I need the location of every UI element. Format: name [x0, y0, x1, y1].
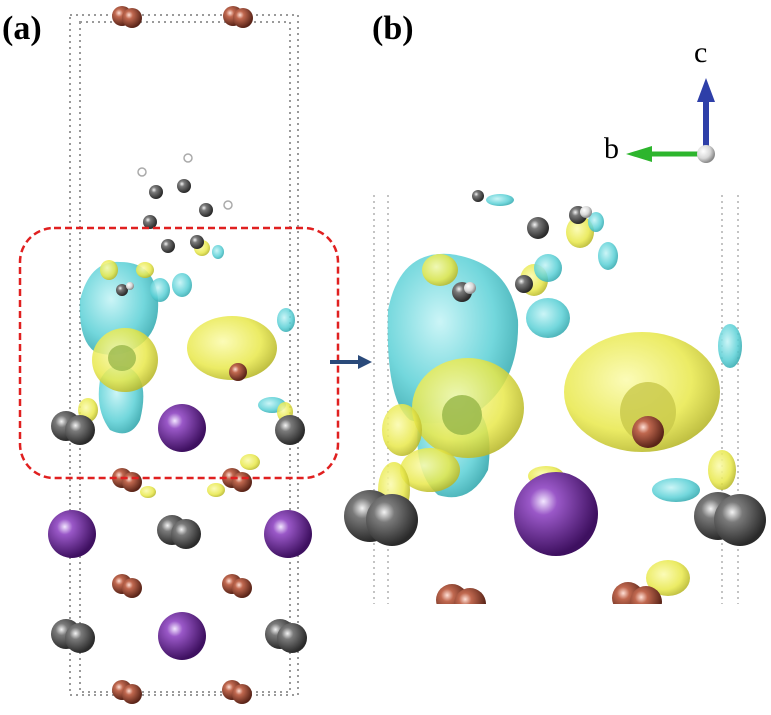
zoom-arrow	[330, 355, 372, 369]
charge-density-a	[78, 240, 295, 498]
unit-cell-frame-a	[69, 14, 299, 696]
panel-label-a: (a)	[2, 10, 42, 47]
charge-density-b	[378, 194, 742, 596]
axes-indicator	[626, 78, 715, 163]
atoms-b	[344, 190, 766, 620]
atoms-a	[48, 6, 312, 704]
axis-label-b: b	[604, 132, 619, 165]
unit-cell-frame-b	[373, 195, 739, 605]
axis-label-c: c	[694, 36, 708, 69]
highlight-box	[18, 226, 340, 480]
panel-label-b: (b)	[372, 10, 414, 47]
